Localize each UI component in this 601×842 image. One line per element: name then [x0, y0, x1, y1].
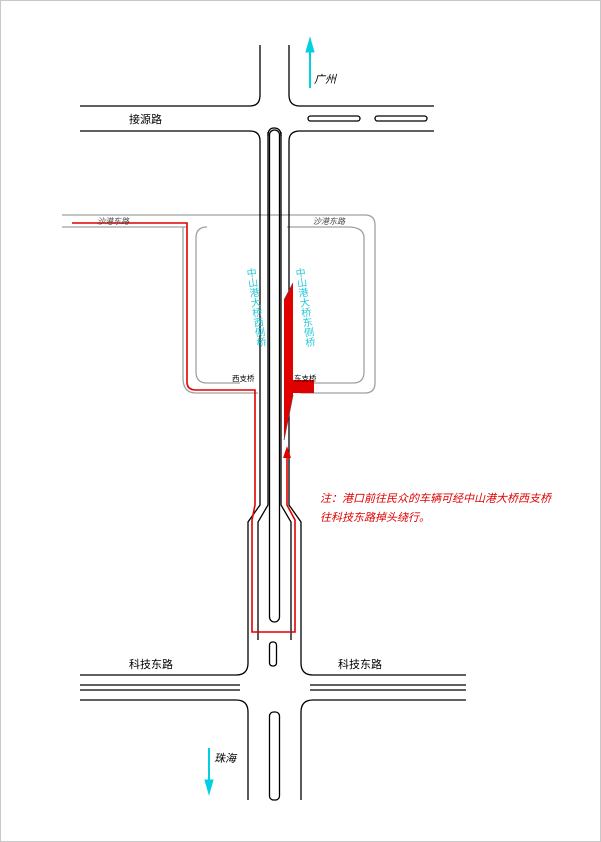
east-branch-label: 东支桥	[294, 373, 317, 383]
north-direction-label: 广州	[314, 73, 338, 86]
shagang-road-right-label: 沙港东路	[313, 217, 346, 226]
shagang-loop	[62, 214, 376, 394]
note-line-1: 注：港口前往民众的车辆可经中山港大桥西支桥	[320, 492, 553, 505]
keji-road-right-label: 科技东路	[338, 657, 382, 671]
jieyuan-road-label: 接源路	[129, 112, 162, 126]
west-branch-label: 西支桥	[232, 373, 255, 383]
north-arrow	[305, 36, 315, 88]
detour-route	[72, 222, 296, 633]
note-line-2: 往科技东路掉头绕行。	[320, 511, 430, 524]
south-direction-label: 珠海	[214, 752, 238, 765]
route-arrow	[283, 446, 291, 458]
shagang-road-left-label: 沙港东路	[97, 217, 130, 226]
keji-road-left-label: 科技东路	[129, 657, 173, 671]
south-arrow	[204, 748, 214, 796]
west-bridge-label: 中山港大桥西侧桥	[243, 266, 266, 349]
closure-area	[283, 282, 314, 441]
east-bridge-label: 中山港大桥东侧桥	[292, 266, 315, 349]
main-roads	[80, 45, 466, 801]
